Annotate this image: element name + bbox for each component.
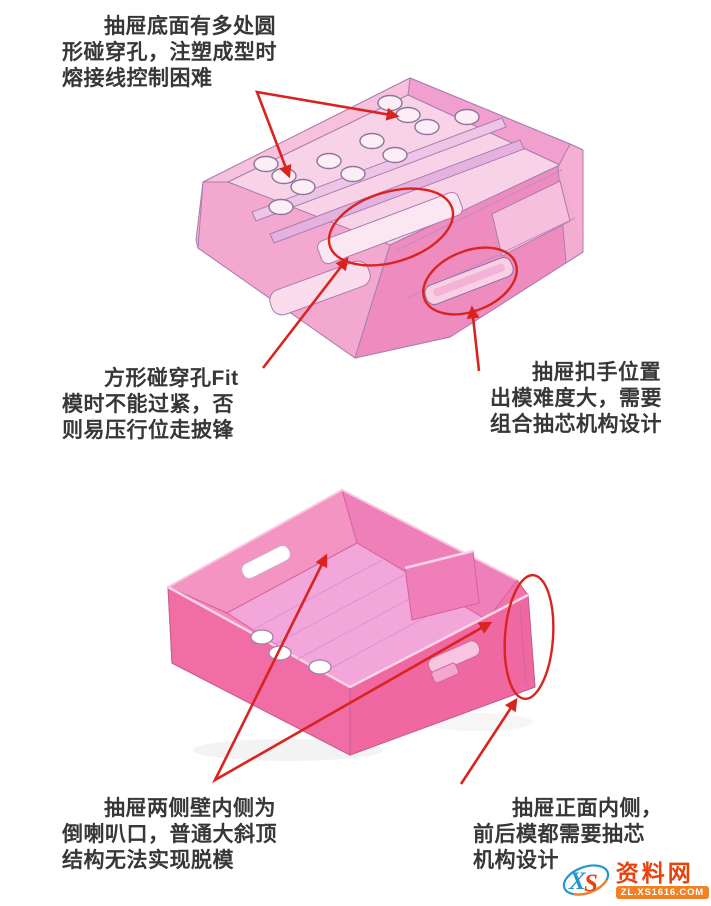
- note-line: 抽屉扣手位置: [532, 361, 661, 384]
- note-line: 机构设计: [473, 849, 559, 872]
- logo-letter-x: X: [568, 868, 587, 895]
- note-line: 倒喇叭口，普通大斜顶: [62, 823, 277, 846]
- note-line: 抽屉正面内侧，: [512, 797, 663, 820]
- xs-logo-icon: X S: [562, 864, 609, 897]
- note-line: 熔接线控制困难: [62, 67, 213, 90]
- top-drawer-model: [195, 77, 584, 359]
- drawer2-rim-highlight-far: [167, 488, 518, 588]
- note-line: 形碰穿孔，注塑成型时: [62, 41, 277, 64]
- drawer-right-plate: [557, 143, 584, 264]
- watermark-site-url: ZL.XS1616.COM: [615, 886, 709, 899]
- watermark: X S 资料网 ZL.XS1616.COM: [561, 858, 709, 902]
- note-line: 出模难度大，需要: [490, 387, 662, 410]
- logo-letter-s: S: [584, 870, 598, 897]
- bottom-drawer-model: [166, 488, 536, 761]
- drawer-right-shelf: [491, 180, 571, 257]
- note-side-walls: 抽屉两侧壁内侧为 倒喇叭口，普通大斜顶 结构无法实现脱模: [62, 796, 277, 874]
- note-line: 前后模都需要抽芯: [473, 823, 645, 846]
- note-handle-pocket: 抽屉扣手位置 出模难度大，需要 组合抽芯机构设计: [490, 360, 662, 438]
- note-line: 抽屉两侧壁内侧为: [104, 797, 276, 820]
- note-line: 方形碰穿孔Fit: [104, 367, 239, 390]
- note-round-holes: 抽屉底面有多处圆 形碰穿孔，注塑成型时 熔接线控制困难: [62, 14, 277, 92]
- note-line: 模时不能过紧，否: [62, 393, 234, 416]
- note-front-inner: 抽屉正面内侧， 前后模都需要抽芯 机构设计: [473, 796, 663, 874]
- note-line: 抽屉底面有多处圆: [104, 15, 276, 38]
- note-line: 结构无法实现脱模: [62, 849, 234, 872]
- note-line: 组合抽芯机构设计: [490, 413, 662, 436]
- watermark-site-name: 资料网: [615, 860, 694, 886]
- note-square-hole: 方形碰穿孔Fit 模时不能过紧，否 则易压行位走披锋: [62, 366, 239, 444]
- note-line: 则易压行位走披锋: [62, 419, 234, 442]
